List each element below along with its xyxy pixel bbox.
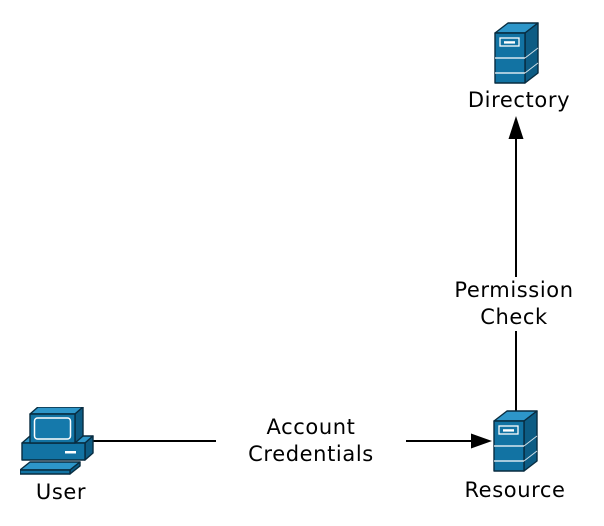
node-label-resource: Resource xyxy=(425,477,604,504)
edge-label-account-credentials: Account Credentials xyxy=(216,414,406,468)
server-icon xyxy=(494,22,539,84)
node-label-user: User xyxy=(1,479,121,506)
node-label-directory: Directory xyxy=(429,87,604,114)
arrow-user-to-resource-head xyxy=(471,433,492,449)
arrow-resource-to-directory-head xyxy=(508,116,524,139)
server-icon xyxy=(493,410,538,472)
desktop-computer-icon xyxy=(20,407,94,475)
edge-label-permission-check: Permission Check xyxy=(419,277,604,331)
